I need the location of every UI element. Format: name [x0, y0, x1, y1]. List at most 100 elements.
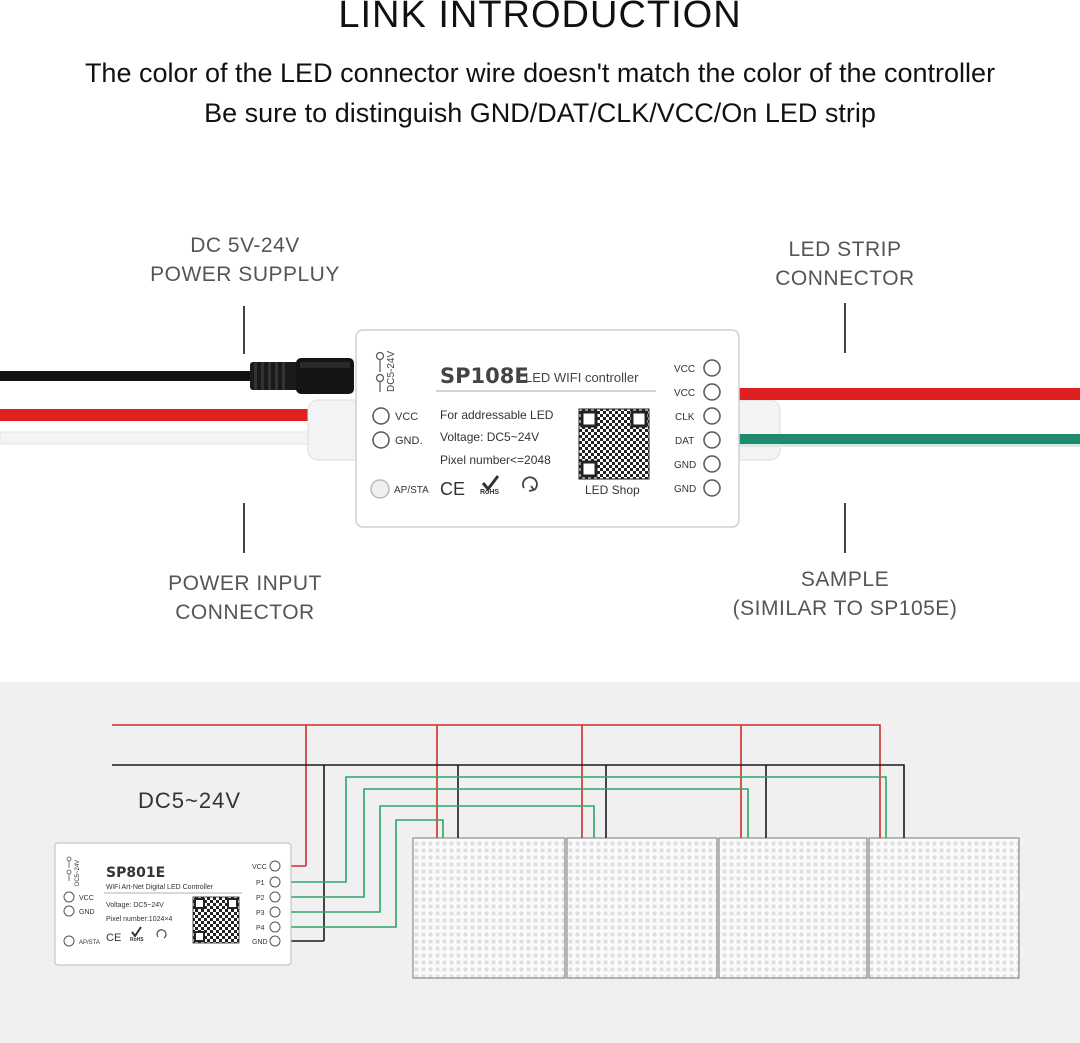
- ap-sta-button[interactable]: [370, 479, 390, 499]
- sp801e-ap-sta-label: AP/STA: [79, 940, 100, 946]
- pin-gnd-input: [372, 431, 390, 449]
- sp801e-ap-sta-button[interactable]: [63, 935, 75, 947]
- sp801e-output-pins: VCC P1 P2 P3 P4 GND: [252, 860, 281, 947]
- sp108e-info-3: Pixel number<=2048: [440, 453, 551, 467]
- callout-sample: SAMPLE (SIMILAR TO SP105E): [715, 565, 975, 623]
- ce-mark-icon: CE: [440, 479, 465, 499]
- sp801e-pin-label-vcc: VCC: [79, 895, 94, 902]
- sp108e-model: SP108E: [440, 364, 529, 388]
- dc-jack-icon: [375, 351, 385, 392]
- qr-finder-icon: [580, 410, 598, 428]
- sp801e-model: SP801E: [106, 865, 165, 881]
- sp801e-pin-label-p1: P1: [256, 880, 265, 887]
- ap-sta-label: AP/STA: [394, 485, 429, 496]
- sp801e-pin-label-p4: P4: [256, 925, 265, 932]
- power-cable: [0, 358, 354, 394]
- vcc-bus-wire: [112, 724, 881, 838]
- white-wire-input: [0, 431, 361, 445]
- output-pin: [269, 891, 281, 903]
- led-panel: [412, 837, 566, 979]
- callout-power-supply: DC 5V-24V POWER SUPPLUY: [130, 231, 360, 289]
- pin-label-gnd: GND.: [395, 435, 423, 447]
- callout-led-strip-connector: LED STRIP CONNECTOR: [735, 235, 955, 293]
- pin-label-vcc: VCC: [395, 411, 418, 423]
- callout-led-strip-line1: LED STRIP: [788, 238, 902, 261]
- data-wire-p3: [280, 805, 595, 913]
- led-panel: [868, 837, 1020, 979]
- recycle-icon: [522, 476, 538, 492]
- callout-pointer: [844, 303, 846, 353]
- callout-pointer: [243, 306, 245, 354]
- sp801e-pin-label-p2: P2: [256, 895, 265, 902]
- ce-mark-icon: CE: [106, 932, 121, 944]
- callout-sample-line2: (SIMILAR TO SP105E): [732, 597, 958, 620]
- callout-power-input-connector: POWER INPUT CONNECTOR: [130, 569, 360, 627]
- led-panel: [566, 837, 718, 979]
- output-pins: VCC VCC CLK DAT GND GND: [674, 359, 721, 497]
- data-wire-p2: [280, 788, 749, 898]
- callout-led-strip-line2: CONNECTOR: [775, 267, 915, 290]
- output-pin: [703, 383, 721, 401]
- green-wire-output: [735, 434, 1080, 444]
- rohs-icon: RoHS: [130, 926, 144, 943]
- sp108e-info-1: For addressable LED: [440, 408, 554, 422]
- sp801e-pin-label-gnd: GND: [79, 909, 95, 916]
- mount-ear-right: [734, 399, 781, 461]
- output-pin: [269, 860, 281, 872]
- pin-label-gnd: GND: [674, 460, 696, 471]
- sp801e-dc-label: DC5~24V: [75, 860, 81, 886]
- sp801e-info-2: Pixel number:1024×4: [106, 916, 172, 923]
- rohs-icon: RoHS: [480, 475, 499, 496]
- sp801e-controller-body: [54, 842, 292, 966]
- svg-text:RoHS: RoHS: [480, 489, 499, 496]
- sp801e-pin-label-gnd: GND: [252, 939, 268, 946]
- callout-pointer: [243, 503, 245, 553]
- callout-pointer: [844, 503, 846, 553]
- output-pin: [269, 906, 281, 918]
- voltage-label: DC5~24V: [138, 788, 241, 813]
- qr-finder-icon: [580, 460, 598, 478]
- page-title: LINK INTRODUCTION: [338, 0, 742, 36]
- wire-highlight: [735, 444, 1080, 447]
- callout-sample-line1: SAMPLE: [800, 568, 890, 591]
- pin-label-vcc: VCC: [674, 364, 695, 375]
- led-panels: [412, 837, 1020, 979]
- callout-power-input-line1: POWER INPUT: [168, 572, 322, 595]
- pin-label-dat: DAT: [675, 436, 694, 447]
- qr-finder-icon: [227, 898, 238, 909]
- output-pin: [703, 431, 721, 449]
- callout-power-input-line2: CONNECTOR: [175, 601, 315, 624]
- output-pin: [703, 455, 721, 473]
- sp108e-name: LED WIFI controller: [525, 370, 639, 385]
- output-pin: [269, 935, 281, 947]
- output-pin: [269, 921, 281, 933]
- qr-finder-icon: [630, 410, 648, 428]
- output-pin: [703, 359, 721, 377]
- qr-finder-icon: [194, 898, 205, 909]
- dc-jack-icon: [66, 856, 72, 881]
- recycle-icon: [156, 929, 167, 939]
- pin-label-vcc: VCC: [674, 388, 695, 399]
- subtitle-line-2: Be sure to distinguish GND/DAT/CLK/VCC/O…: [204, 98, 876, 128]
- sp801e-pin-label-vcc: VCC: [252, 864, 267, 871]
- sp801e-name: WiFi Art-Net Digital LED Controller: [106, 884, 214, 891]
- sp801e-pin-gnd: [63, 905, 75, 917]
- sp801e-pin-label-p3: P3: [256, 910, 265, 917]
- sp108e-controller-body: [355, 329, 740, 528]
- red-wire-output: [735, 388, 1080, 400]
- qr-caption: LED Shop: [585, 483, 640, 497]
- sp801e-info-1: Voltage: DC5~24V: [106, 902, 164, 909]
- callout-power-supply-line2: POWER SUPPLUY: [150, 263, 340, 286]
- gnd-bus-wire: [112, 764, 905, 838]
- output-pin: [269, 876, 281, 888]
- subtitle-line-1: The color of the LED connector wire does…: [84, 58, 996, 88]
- qr-finder-icon: [194, 931, 205, 942]
- led-panel: [718, 837, 868, 979]
- mount-ear-left: [307, 399, 361, 461]
- pin-label-gnd: GND: [674, 484, 696, 495]
- callout-power-supply-line1: DC 5V-24V: [190, 234, 300, 257]
- sp108e-info-2: Voltage: DC5~24V: [440, 430, 539, 444]
- output-pin: [703, 407, 721, 425]
- sp801e-pin-vcc: [63, 891, 75, 903]
